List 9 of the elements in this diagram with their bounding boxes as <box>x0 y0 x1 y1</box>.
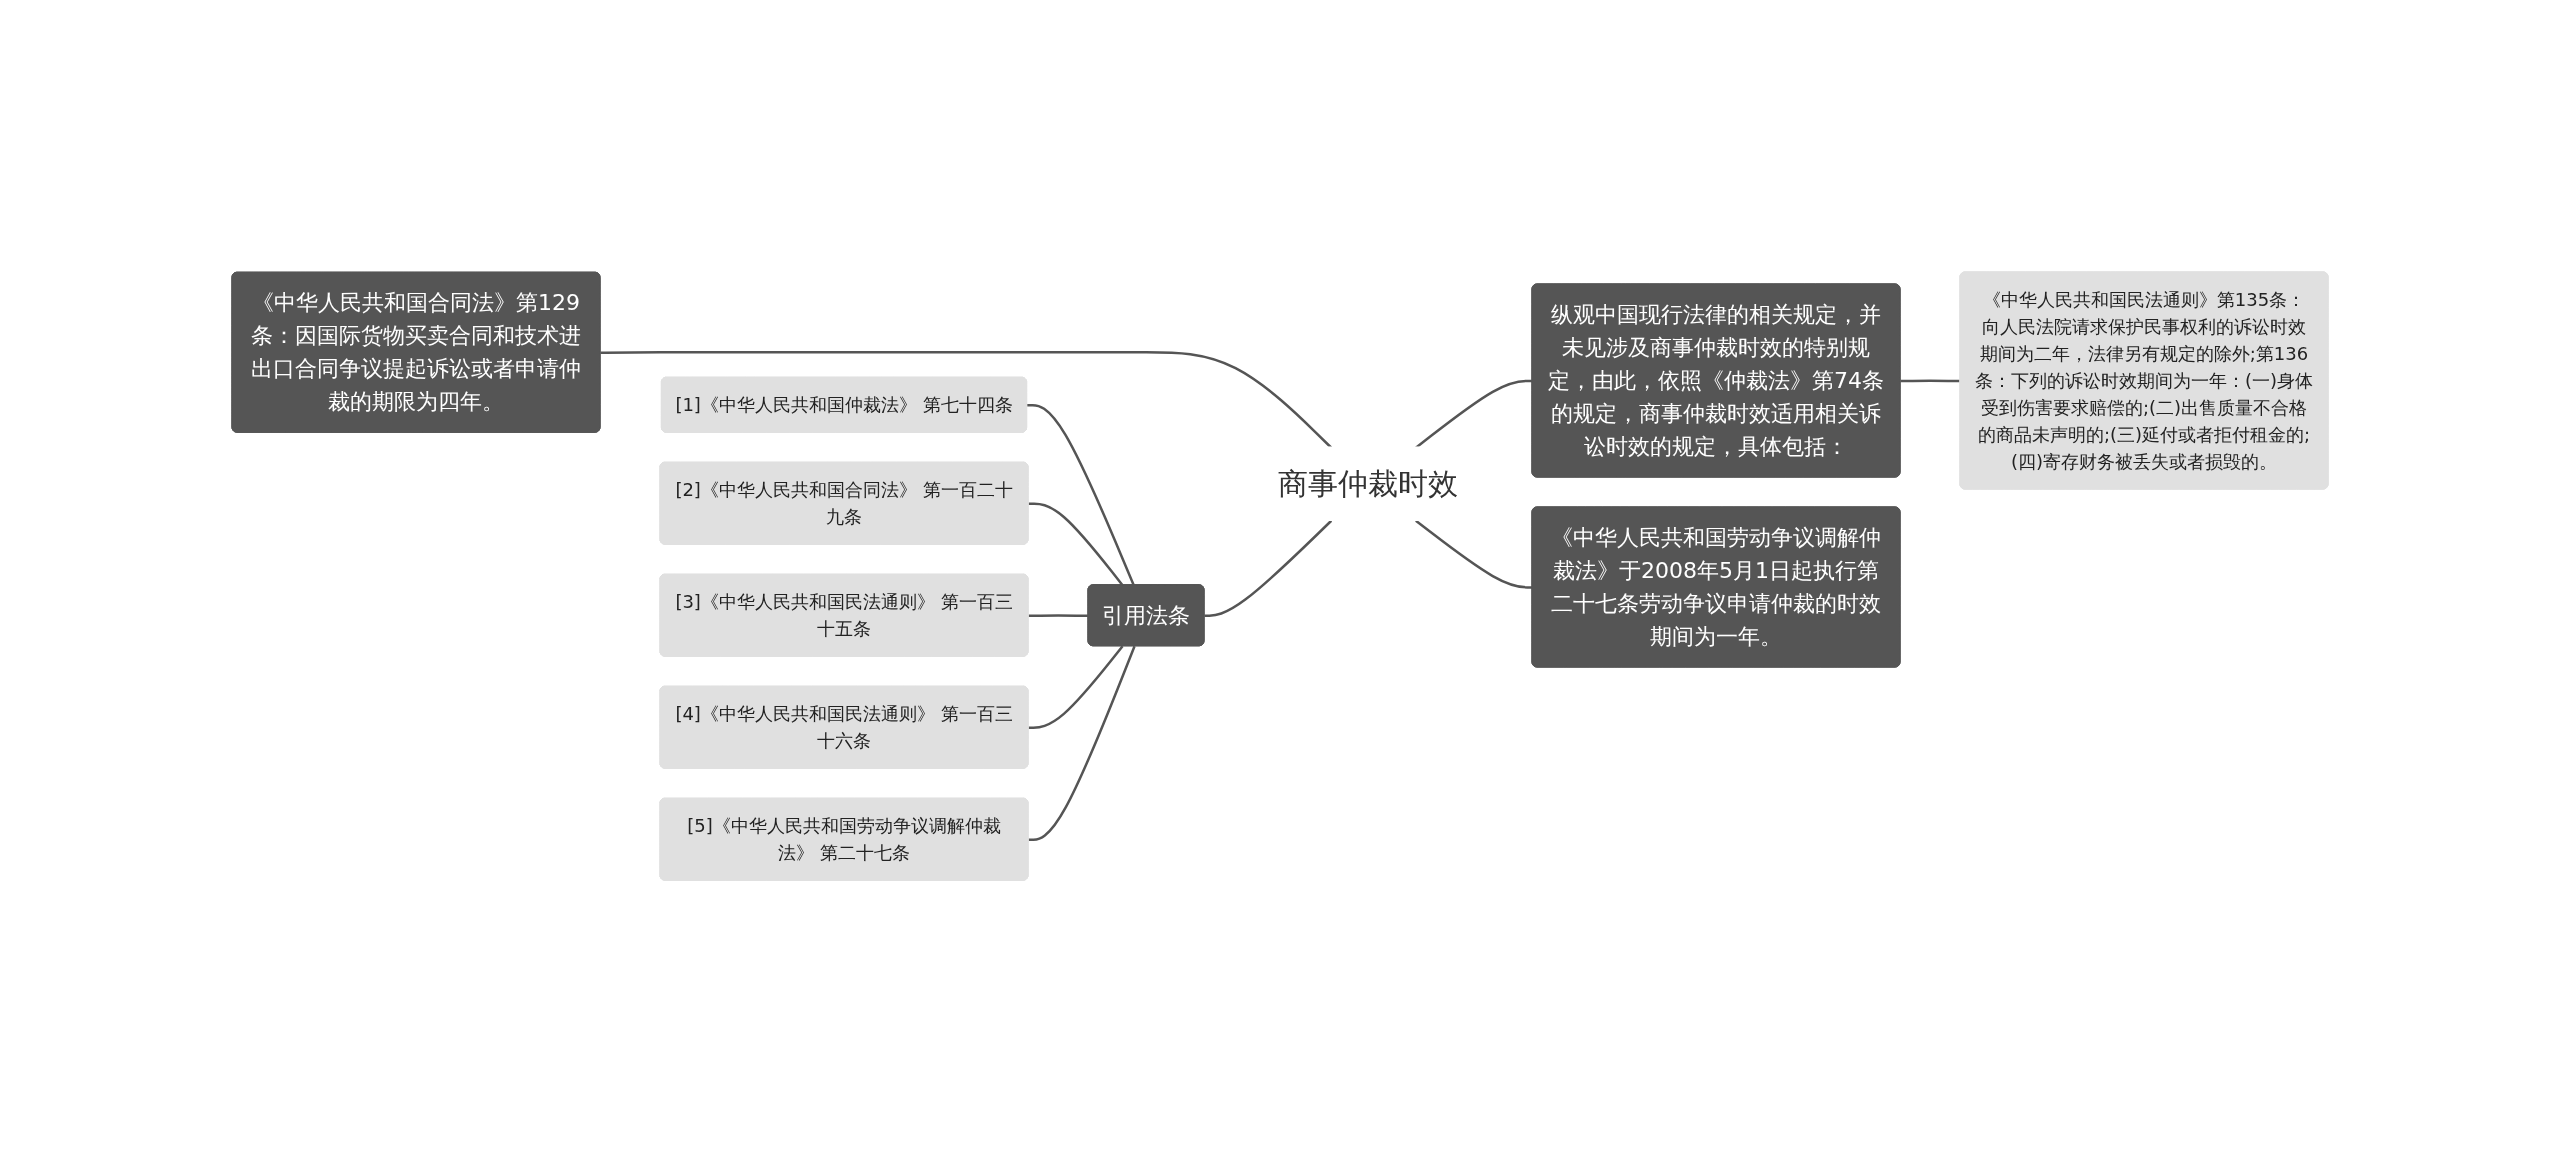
connector <box>1028 614 1089 618</box>
connector <box>1028 645 1124 730</box>
connector <box>1027 404 1135 587</box>
connector <box>1900 379 1961 383</box>
connector <box>1028 502 1124 587</box>
connector <box>1028 646 1136 842</box>
connector <box>1415 520 1533 590</box>
node-text: 商事仲裁时效 <box>1278 466 1458 502</box>
connector <box>1204 520 1333 618</box>
